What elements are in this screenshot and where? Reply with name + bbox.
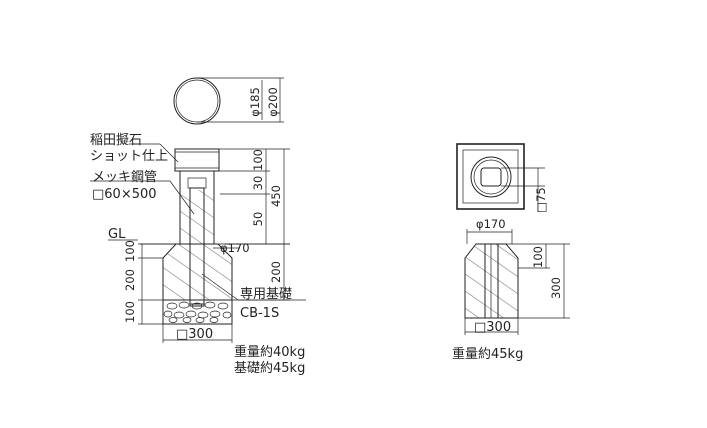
pipe-label-1: メッキ鋼管 <box>92 170 157 185</box>
top-view-circles <box>173 77 284 125</box>
gl-label: GL <box>108 227 126 242</box>
stone-label-2: ショット仕上 <box>90 149 168 164</box>
base-label-2: CB-1S <box>240 306 279 321</box>
phi170-label: φ170 <box>220 241 250 255</box>
dim-100-a: 100 <box>123 240 137 262</box>
base-section <box>464 243 519 319</box>
weight-right: 重量約45kg <box>452 346 523 362</box>
leader-lines-left <box>90 143 306 301</box>
width-300-right: □300 <box>474 320 511 335</box>
dim-100-b: 100 <box>123 301 137 323</box>
dim-100-right: 100 <box>531 246 545 268</box>
dim-200-right: 200 <box>269 261 283 283</box>
dim-50: 50 <box>251 212 265 227</box>
dim-200-left: 200 <box>123 269 137 291</box>
width-300-left: □300 <box>176 327 213 342</box>
dim-width-left <box>162 324 233 343</box>
dim-300-vertical: 300 <box>549 277 563 299</box>
pipe-label-2: □60×500 <box>92 187 157 202</box>
phi170-right: φ170 <box>476 217 506 231</box>
dim-100-top: 100 <box>251 149 265 171</box>
dims-left-left-view <box>138 243 176 325</box>
weight-2: 基礎約45kg <box>234 361 305 376</box>
dims-right-view <box>464 229 570 335</box>
weight-1: 重量約40kg <box>234 344 305 360</box>
dim-phi200: φ200 <box>266 87 280 117</box>
stone-label-1: 稲田擬石 <box>90 132 142 148</box>
base-plan-view <box>456 143 545 212</box>
bollard-elevation <box>140 148 290 325</box>
dim-75: □75 <box>534 187 548 213</box>
dim-30: 30 <box>251 176 265 191</box>
dim-450: 450 <box>269 185 283 207</box>
base-label-1: 専用基礎 <box>240 287 292 302</box>
dim-phi185: φ185 <box>248 87 262 117</box>
dims-right-left-view <box>219 148 290 301</box>
